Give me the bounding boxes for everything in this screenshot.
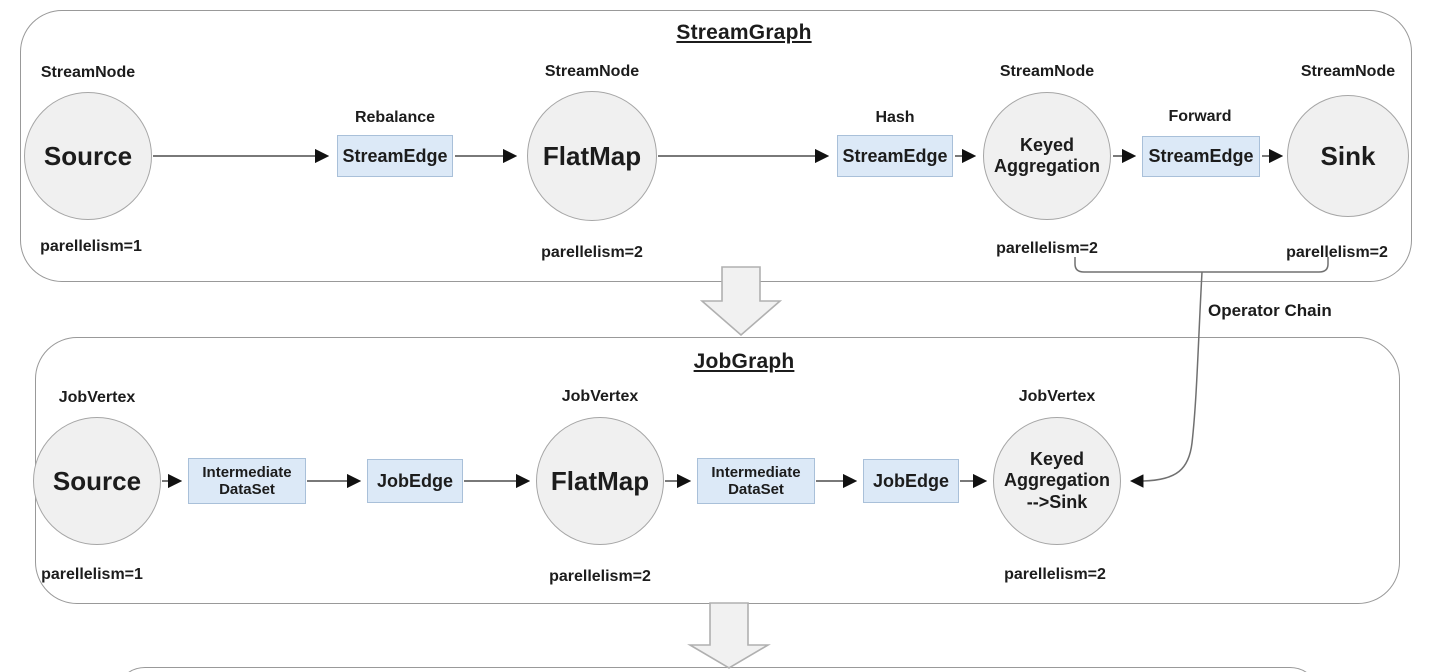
stream-graph-title: StreamGraph [676, 21, 812, 44]
stream-edge-box-forward: StreamEdge [1142, 136, 1260, 177]
node-label: Keyed Aggregation [994, 134, 1100, 176]
stream-edge-box-rebalance: StreamEdge [337, 135, 453, 177]
parallelism-label: parellelism=1 [41, 566, 143, 583]
stream-node-type-label: StreamNode [544, 63, 640, 80]
node-label: Source [43, 140, 133, 171]
stream-edge-box-hash: StreamEdge [837, 135, 953, 177]
stream-edge-partition-label: Hash [875, 109, 915, 126]
stream-node-type-label: StreamNode [1300, 63, 1396, 80]
node-label: Keyed Aggregation -->Sink [1004, 449, 1110, 512]
node-label: FlatMap [542, 140, 642, 171]
job-vertex-flatmap: FlatMap [536, 417, 664, 545]
parallelism-label: parellelism=1 [40, 238, 142, 255]
node-label: Sink [1320, 140, 1376, 171]
parallelism-label: parellelism=2 [996, 240, 1098, 257]
job-vertex-type-label: JobVertex [1018, 388, 1096, 405]
intermediate-dataset-box-2: Intermediate DataSet [697, 458, 815, 504]
job-vertex-keyed-aggregation-sink: Keyed Aggregation -->Sink [993, 417, 1121, 545]
stream-edge-partition-label: Rebalance [354, 109, 436, 126]
job-vertex-source: Source [33, 417, 161, 545]
node-label: Source [52, 465, 142, 496]
intermediate-dataset-box-1: Intermediate DataSet [188, 458, 306, 504]
operator-chain-label: Operator Chain [1208, 301, 1332, 320]
stream-node-sink: Sink [1287, 95, 1409, 217]
job-edge-box-2: JobEdge [863, 459, 959, 503]
stream-node-flatmap: FlatMap [527, 91, 657, 221]
stream-node-type-label: StreamNode [999, 63, 1095, 80]
parallelism-label: parellelism=2 [541, 244, 643, 261]
stream-edge-partition-label: Forward [1168, 108, 1232, 125]
node-label: FlatMap [550, 465, 650, 496]
parallelism-label: parellelism=2 [1004, 566, 1106, 583]
parallelism-label: parellelism=2 [549, 568, 651, 585]
stream-node-type-label: StreamNode [40, 64, 136, 81]
stream-node-keyed-aggregation: Keyed Aggregation [983, 92, 1111, 220]
job-graph-title: JobGraph [693, 350, 795, 373]
job-edge-box-1: JobEdge [367, 459, 463, 503]
job-vertex-type-label: JobVertex [58, 389, 136, 406]
parallelism-label: parellelism=2 [1286, 244, 1388, 261]
job-vertex-type-label: JobVertex [561, 388, 639, 405]
stream-node-source: Source [24, 92, 152, 220]
